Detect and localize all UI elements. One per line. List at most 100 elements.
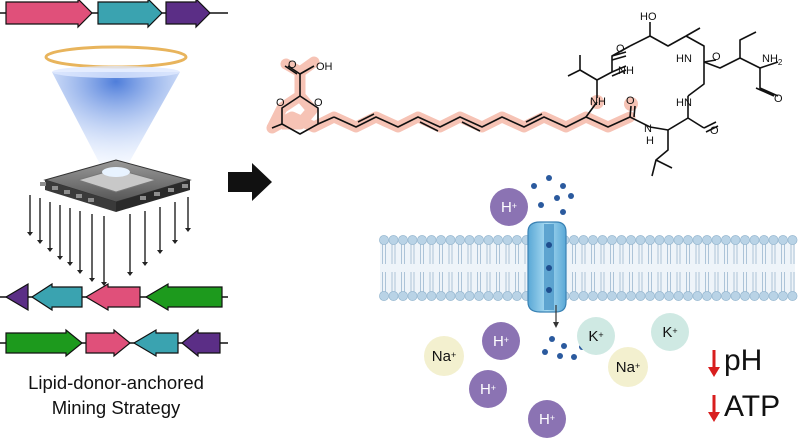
gene-arrow-purple-rev	[181, 328, 221, 358]
lipid-tail	[420, 272, 424, 292]
lipid-tail	[458, 244, 462, 264]
lipid-tail	[705, 272, 709, 292]
lipid-tail	[771, 272, 776, 292]
atom-o-ring-2: O	[314, 97, 323, 109]
lipid-tail	[733, 244, 738, 264]
molecule-structure	[271, 22, 779, 177]
lipid-tail	[429, 244, 434, 264]
lipid-head	[768, 291, 779, 301]
gene-arrow-teal	[97, 0, 163, 29]
gene-cluster-1	[0, 282, 228, 312]
lipid-head	[445, 291, 456, 301]
atom-oh: OH	[316, 61, 333, 73]
lipid-tail	[743, 272, 747, 292]
lipid-tail	[410, 244, 415, 264]
lipid-tail	[762, 244, 766, 264]
lipid-tail	[752, 244, 757, 264]
halo-ring	[44, 45, 188, 69]
lipid-tail	[448, 272, 453, 292]
atom-o-right: O	[712, 51, 721, 63]
lipid-head	[721, 235, 731, 245]
lipid-tail	[496, 244, 500, 264]
lipid-head	[626, 235, 636, 245]
lipid-tail	[676, 272, 681, 292]
lipid-head	[692, 291, 703, 301]
strategy-caption: Lipid-donor-anchored Mining Strategy	[0, 370, 232, 420]
lipid-head	[588, 291, 598, 301]
process-arrow	[228, 163, 272, 201]
lipid-tail	[648, 272, 652, 292]
lipid-head	[597, 291, 608, 301]
ion-na-2: Na+	[608, 347, 648, 387]
lipid-head	[759, 235, 769, 245]
lipid-tail	[610, 244, 614, 264]
lipid-tail	[752, 272, 757, 292]
lipid-head	[464, 235, 475, 245]
lipid-tail	[781, 244, 785, 264]
lipid-tail	[714, 244, 719, 264]
lipid-head	[502, 235, 513, 245]
lipid-tail	[771, 244, 776, 264]
lipid-head	[455, 235, 465, 245]
gene-arrow-pink-rev	[84, 282, 141, 312]
lipid-head	[436, 291, 446, 301]
lipid-tail	[515, 244, 519, 264]
lipid-tail	[496, 272, 500, 292]
caption-line-2: Mining Strategy	[51, 397, 181, 418]
lipid-head	[683, 235, 693, 245]
ph-readout: pH	[724, 344, 763, 377]
atom-hn: HN	[676, 53, 692, 65]
lipid-head	[702, 235, 712, 245]
lipid-head	[578, 235, 589, 245]
lipid-tail	[790, 272, 795, 292]
lipid-head	[654, 235, 665, 245]
gene-arrow-green-rev	[144, 282, 223, 312]
atom-o-lower-right: O	[710, 125, 719, 137]
lipid-tail	[657, 244, 662, 264]
lipid-tail	[629, 244, 633, 264]
ion-na-1: Na+	[424, 336, 464, 376]
lipid-head	[588, 235, 598, 245]
lipid-head	[388, 235, 399, 245]
gene-arrow-teal-rev	[30, 282, 83, 312]
lipid-head	[768, 235, 779, 245]
lipid-tail	[401, 244, 405, 264]
atom-n-lower: N	[644, 123, 652, 135]
lipid-head	[730, 291, 741, 301]
lipid-tail	[505, 244, 510, 264]
lipid-head	[673, 235, 684, 245]
lipid-head	[740, 291, 750, 301]
lipid-tail	[439, 272, 443, 292]
lipid-tail	[619, 272, 624, 292]
atom-ho: HO	[640, 11, 657, 23]
lipid-tail	[591, 244, 595, 264]
lipid-tail	[695, 244, 700, 264]
atom-nh-2: NH	[618, 65, 634, 77]
lipid-head	[379, 235, 389, 245]
lipid-tail	[467, 272, 472, 292]
gene-arrow-pink	[5, 0, 93, 29]
lipid-head	[607, 235, 617, 245]
lipid-tail	[638, 244, 643, 264]
lipid-head	[502, 291, 513, 301]
lipid-head	[426, 291, 437, 301]
lipid-head	[464, 291, 475, 301]
lipid-head	[749, 291, 760, 301]
atom-o-ring-1: O	[276, 97, 285, 109]
lipid-head	[426, 235, 437, 245]
atom-o-gln: O	[774, 93, 783, 105]
lipid-tail	[695, 272, 700, 292]
lipid-head	[626, 291, 636, 301]
ion-h-2: H+	[469, 370, 507, 408]
lipid-head	[569, 235, 579, 245]
lipid-head	[616, 291, 627, 301]
lipid-head	[616, 235, 627, 245]
caption-line-1: Lipid-donor-anchored	[28, 372, 204, 393]
lipid-tail	[667, 244, 671, 264]
lipid-tail	[600, 272, 605, 292]
lipid-tail	[781, 272, 785, 292]
lipid-head	[455, 291, 465, 301]
ion-h-1: H+	[482, 322, 520, 360]
lipid-head	[512, 235, 522, 245]
lipid-head	[654, 291, 665, 301]
